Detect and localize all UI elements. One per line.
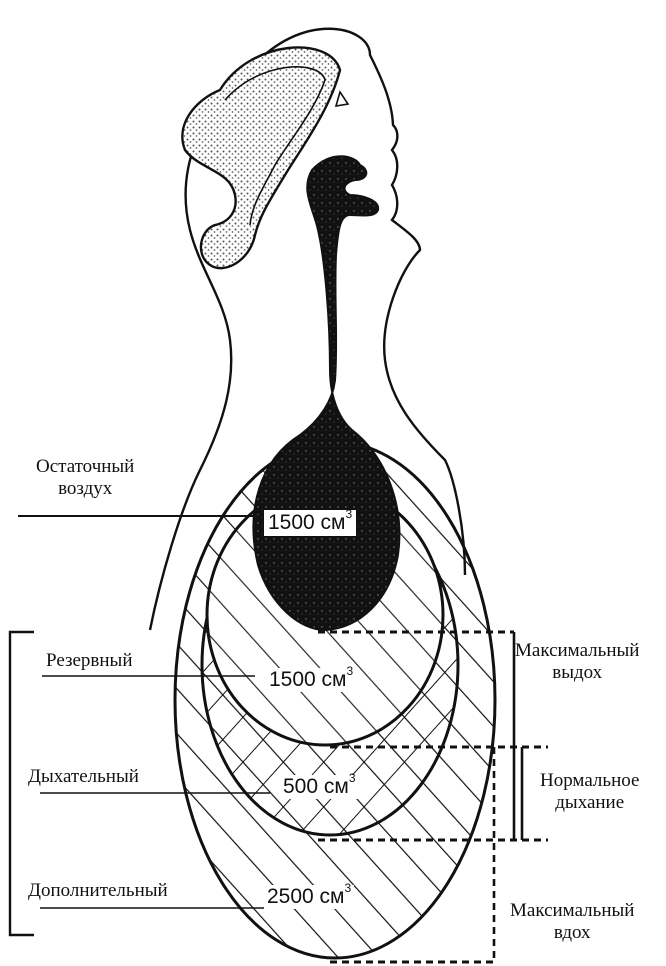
normal-breathing-label: Нормальное дыхание: [540, 770, 639, 814]
residual-volume-value: 1500 см3: [262, 508, 358, 538]
residual-air-label: Остаточный воздух: [36, 456, 134, 500]
airway: [253, 156, 399, 630]
brain: [182, 47, 340, 268]
reserve-label: Резервный: [46, 650, 133, 672]
tidal-volume-value: 500 см3: [280, 775, 359, 799]
max-inhale-label: Максимальный вдох: [510, 900, 634, 944]
complementary-label: Дополнительный: [28, 880, 168, 902]
face-detail: [336, 92, 348, 106]
reserve-volume-value: 1500 см3: [266, 668, 356, 692]
max-exhale-label: Максимальный выдох: [515, 640, 639, 684]
tidal-label: Дыхательный: [28, 766, 139, 788]
complementary-volume-value: 2500 см3: [264, 885, 354, 909]
